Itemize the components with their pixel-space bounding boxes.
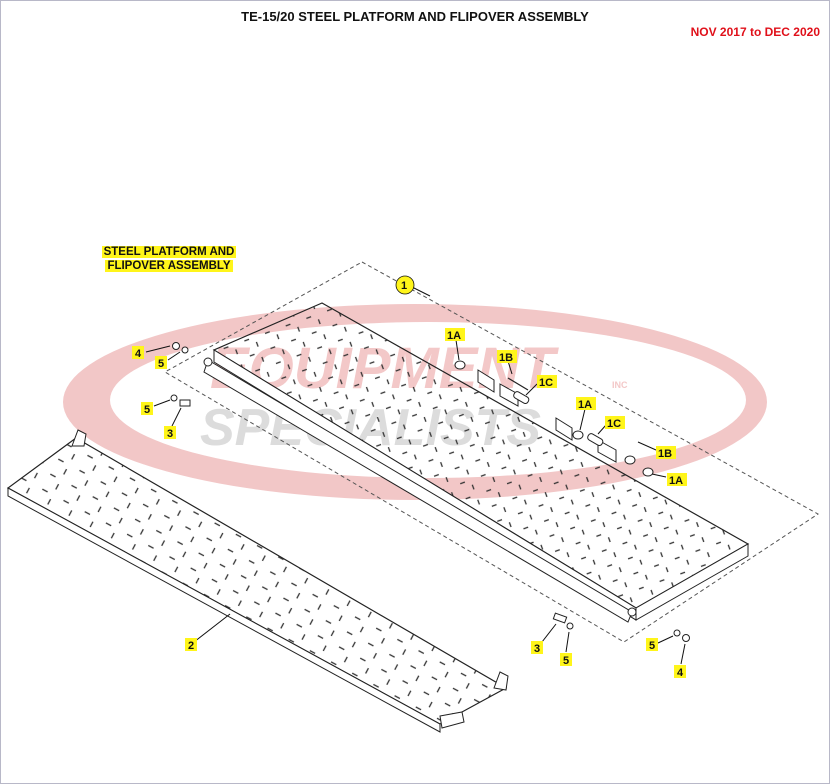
assembly-label-line1: STEEL PLATFORM AND <box>101 246 237 258</box>
pin-1b-top <box>507 377 529 391</box>
leader-4-left <box>145 345 171 353</box>
callout-3-right: 3 <box>534 643 540 655</box>
hinge-eye-left <box>203 357 213 367</box>
leader-1c-mid <box>597 424 607 435</box>
callout-4-left-bg <box>132 346 144 359</box>
callout-1c-mid-bg <box>605 416 625 429</box>
bushing-1a-right <box>642 467 654 477</box>
callout-1b-right-bg <box>656 446 676 459</box>
callout-1a-mid-bg <box>576 397 596 410</box>
flipover-edge <box>7 487 441 733</box>
callout-1a-top: 1A <box>447 330 461 342</box>
bolt-3-right <box>552 612 568 624</box>
washer-5-right-a <box>566 622 574 630</box>
hardware-right <box>552 612 690 642</box>
callout-1b-top-bg <box>497 350 517 363</box>
assembly-label-line2: FLIPOVER ASSEMBLY <box>105 259 233 272</box>
bolt-3-left <box>179 399 191 407</box>
callout-5-right-a: 5 <box>563 655 569 667</box>
callout-1a-right-bg <box>667 473 687 486</box>
leader-3-left <box>171 407 182 427</box>
page-title: TE-15/20 STEEL PLATFORM AND FLIPOVER ASS… <box>241 9 589 24</box>
callout-3-left-bg <box>164 426 176 439</box>
leader-1a-right <box>651 473 667 478</box>
leader-lines <box>145 286 686 665</box>
callout-1b-top: 1B <box>499 352 513 364</box>
callout-1c-top-bg <box>537 375 557 388</box>
leader-5-right-b <box>657 635 674 644</box>
callout-2: 2 <box>188 640 194 652</box>
callout-4-right: 4 <box>677 667 684 679</box>
bracket-mid-a <box>555 417 573 441</box>
platform-hinge-bar <box>203 359 633 623</box>
leader-5-left-upper <box>167 351 181 361</box>
leader-5-left-lower <box>153 399 171 407</box>
callout-2-bg <box>185 638 197 651</box>
leader-1 <box>411 286 431 297</box>
callout-1c-mid: 1C <box>607 418 621 430</box>
callouts: 1 1A 1B 1C 1A 1C 1B 1A 2 4 5 5 3 3 5 5 4 <box>132 275 687 679</box>
callout-1: 1 <box>401 280 407 292</box>
bushing-right <box>624 455 636 465</box>
washer-5-left-lower <box>170 394 178 402</box>
nut-4-left <box>172 342 180 350</box>
leader-5-right-a <box>565 631 570 653</box>
callout-5-left-upper-bg <box>155 356 167 369</box>
flipover-latch <box>439 711 465 729</box>
callout-5-right-b: 5 <box>649 640 655 652</box>
hinge-eye-right <box>627 607 637 617</box>
pin-1c-top <box>513 391 530 404</box>
callout-5-left-lower-bg <box>141 402 153 415</box>
hardware-left <box>170 342 191 407</box>
leader-3-right <box>541 623 557 643</box>
callout-4-right-bg <box>674 665 686 678</box>
flipover-hinge-right <box>493 671 509 691</box>
leader-1a-mid <box>579 408 586 431</box>
callout-1c-top: 1C <box>539 377 553 389</box>
callout-1a-mid: 1A <box>578 399 592 411</box>
steel-platform <box>203 302 750 623</box>
bushing-1a-mid <box>572 430 584 440</box>
bracket-top-b <box>499 383 519 407</box>
callout-4-left: 4 <box>135 348 142 360</box>
callout-5-right-b-bg <box>646 638 658 651</box>
assembly-boundary <box>163 261 819 643</box>
platform-end-edge <box>635 543 749 621</box>
callout-1a-top-bg <box>445 328 465 341</box>
leader-2 <box>193 613 231 643</box>
bracket-mid-b <box>597 439 617 463</box>
callout-1-bubble <box>395 275 415 295</box>
hinge-hardware <box>454 360 654 477</box>
leader-4-right <box>680 643 686 665</box>
callout-3-right-bg <box>531 641 543 654</box>
leader-1a-top <box>455 339 460 361</box>
callout-3-left: 3 <box>167 428 173 440</box>
flipover-plate <box>6 429 509 733</box>
watermark-inc: INC <box>612 380 628 390</box>
callout-1a-right: 1A <box>669 475 683 487</box>
leader-1c-top <box>525 383 538 396</box>
nut-4-right <box>682 634 690 642</box>
date-range: NOV 2017 to DEC 2020 <box>690 25 820 39</box>
flipover-hinge-left <box>71 429 87 447</box>
callout-5-left-upper: 5 <box>158 358 164 370</box>
bushing-1a-top <box>454 360 466 370</box>
washer-5-left-upper <box>181 346 189 354</box>
bracket-top-a <box>477 369 495 393</box>
leader-1b-right <box>637 441 657 451</box>
callout-5-left-lower: 5 <box>144 404 150 416</box>
leader-1b-top <box>507 360 513 375</box>
pin-1c-mid <box>587 433 604 447</box>
washer-5-right-b <box>673 629 681 637</box>
callout-1b-right: 1B <box>658 448 672 460</box>
assembly-label: STEEL PLATFORM AND FLIPOVER ASSEMBLY <box>99 246 239 273</box>
callout-5-right-a-bg <box>560 653 572 666</box>
